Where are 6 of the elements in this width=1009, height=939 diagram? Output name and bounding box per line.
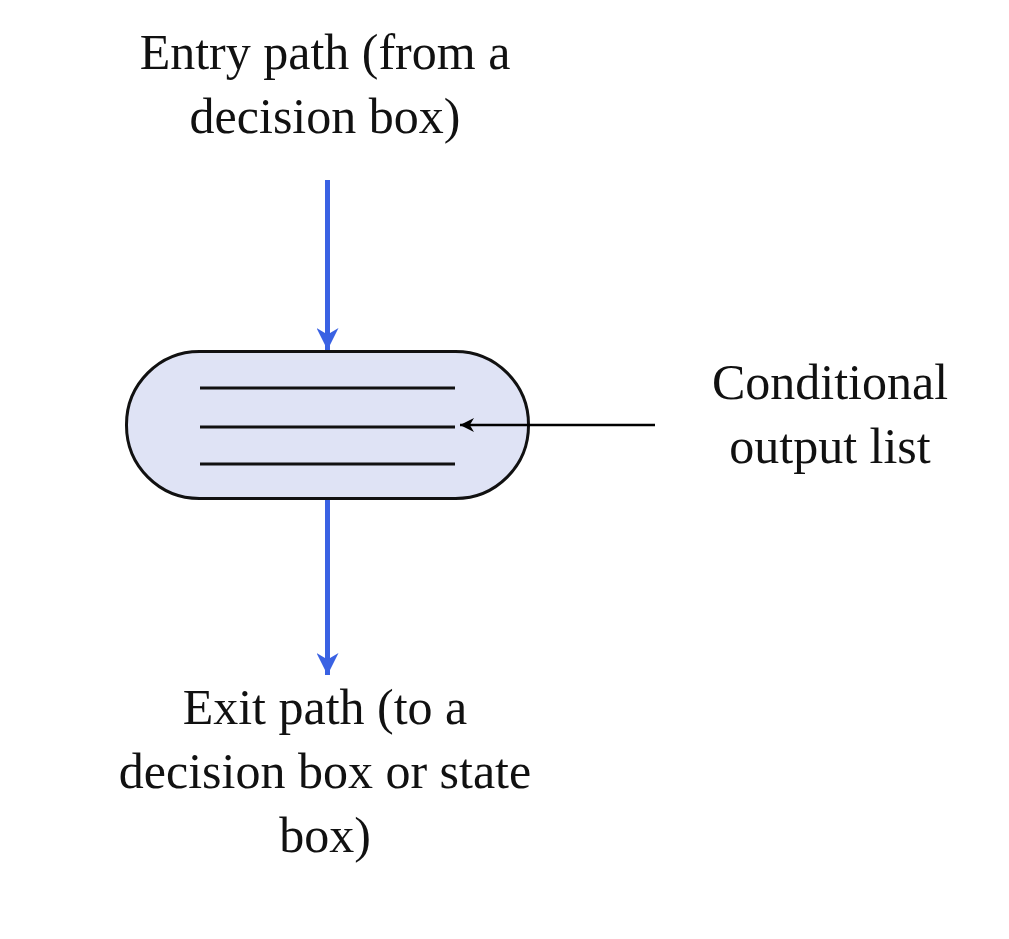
- arrow: [316, 500, 339, 675]
- node-label: Entry path (from a decision box): [138, 23, 512, 146]
- node-label: Conditional output list: [710, 353, 950, 476]
- node-label: Exit path (to a decision box or state box): [117, 678, 533, 865]
- arrow: [316, 180, 339, 350]
- leader-arrow: [460, 418, 655, 432]
